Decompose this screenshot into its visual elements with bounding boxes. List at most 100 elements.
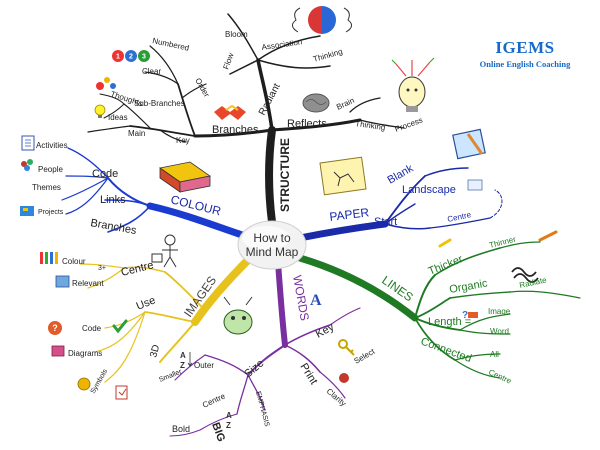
- activities-list-icon: [21, 135, 35, 151]
- people-icon: [21, 159, 33, 171]
- brain-icon: [302, 93, 330, 113]
- label-smaller: Smaller: [158, 368, 183, 384]
- structure-branch-line: [265, 126, 276, 226]
- relevant-picture-icon: [55, 275, 70, 288]
- question-code-icon: ?: [48, 321, 62, 335]
- paper-sheet-icon: [319, 156, 367, 196]
- sort-az-icon: AZ: [180, 351, 193, 370]
- label-colour-branches: Branches: [89, 217, 137, 237]
- label-ideas: Ideas: [108, 113, 128, 122]
- label-key: Key: [176, 136, 190, 145]
- label-select: Select: [353, 346, 377, 365]
- svg-text:?: ?: [462, 310, 468, 321]
- label-start: Start: [374, 216, 397, 228]
- svg-text:?: ?: [52, 323, 58, 333]
- label-people: People: [38, 165, 63, 174]
- lines-branch-line: [296, 254, 419, 322]
- left-right-brain-icon: [292, 6, 352, 34]
- svg-text:Z: Z: [226, 421, 231, 430]
- sort-az-small-icon: AZ: [226, 411, 232, 430]
- label-num-34: 3+: [98, 265, 106, 272]
- label-organic: Organic: [448, 277, 489, 296]
- label-thinking-2: Thinking: [355, 119, 386, 132]
- label-bloom: Bloom: [225, 30, 248, 39]
- words-branch-group: [169, 259, 361, 437]
- print-circle-icon: [339, 373, 349, 383]
- image-question-icon: ?: [462, 310, 478, 321]
- brand-logo: IGEMS Online English Coaching: [470, 38, 580, 69]
- svg-text:A: A: [180, 351, 186, 360]
- landscape-box-icon: [467, 179, 483, 191]
- label-3d: 3D: [148, 344, 162, 359]
- label-order: Order: [193, 77, 211, 100]
- lines-pencil-icon: [438, 238, 452, 248]
- label-blank: Blank: [386, 162, 416, 186]
- label-radiate: Radiate: [519, 275, 548, 290]
- label-diagrams: Diagrams: [68, 349, 102, 358]
- colour-branch-group: [61, 147, 249, 240]
- label-words-centre: Centre: [201, 391, 227, 410]
- main-label-structure: STRUCTURE: [278, 138, 292, 212]
- label-activities: Activities: [36, 141, 68, 150]
- sketch-figure-icon: [151, 234, 178, 268]
- label-themes: Themes: [32, 183, 61, 192]
- label-print: Print: [297, 361, 319, 387]
- reflects-branch-line: [270, 118, 362, 132]
- label-main: Main: [128, 129, 145, 138]
- label-landscape: Landscape: [402, 184, 456, 196]
- label-branches: Branches: [212, 124, 259, 136]
- svg-text:3: 3: [142, 54, 146, 61]
- central-topic-line2: Mind Map: [246, 245, 299, 259]
- label-flow: Flow: [221, 52, 235, 71]
- label-sub-branches: Sub-Branches: [134, 99, 185, 108]
- brand-name: IGEMS: [495, 38, 555, 57]
- structure-branch-group: [87, 13, 405, 226]
- label-clarity: Clarity: [325, 387, 348, 408]
- label-association: Association: [261, 37, 303, 52]
- paper-branch-line: [296, 220, 389, 242]
- colour-prism-icon: [159, 161, 211, 193]
- svg-text:Z: Z: [180, 361, 185, 370]
- central-topic: [237, 220, 307, 270]
- words-branch-line: [275, 259, 288, 348]
- label-length: Length =: [428, 316, 471, 328]
- projects-icon: [20, 206, 34, 216]
- key-icon: [338, 339, 355, 356]
- images-branch-line: [191, 254, 254, 326]
- label-clear: Clear: [142, 67, 161, 76]
- label-use: Use: [135, 294, 158, 312]
- symbols-icon: [77, 377, 91, 391]
- label-reflects: Reflects: [287, 118, 327, 130]
- thoughts-icon: [96, 77, 116, 90]
- label-emphasis: EMPHASIS: [254, 391, 270, 428]
- label-relevant: Relevant: [72, 279, 104, 288]
- svg-text:2: 2: [129, 54, 133, 61]
- label-images-centre: Centre: [120, 259, 155, 279]
- images-branch-group: [79, 254, 254, 383]
- central-topic-line1: How to: [253, 231, 291, 245]
- main-label-words: WORDS: [290, 274, 312, 322]
- label-big: BIG: [209, 421, 227, 443]
- label-lines-centre: Centre: [487, 368, 513, 386]
- main-label-paper: PAPER: [329, 205, 371, 224]
- idea-bulb-icon: [94, 104, 106, 118]
- checkmark-icon: [112, 319, 128, 334]
- label-colour-img: Colour: [62, 257, 86, 266]
- label-colour-code: Code: [92, 168, 118, 180]
- organic-swirl-icon: [511, 267, 539, 283]
- label-all: All: [490, 350, 499, 359]
- paper-branch-group: [296, 167, 503, 242]
- svg-text:1: 1: [116, 54, 120, 61]
- creature-icon: [223, 296, 253, 335]
- label-image: Image: [488, 307, 511, 316]
- label-outer: Outer: [194, 361, 214, 370]
- label-thicker: Thicker: [427, 253, 465, 278]
- label-projects: Projects: [38, 209, 64, 216]
- label-thinking: Thinking: [312, 47, 344, 64]
- radiant-branch-line: [256, 58, 274, 132]
- label-bold: Bold: [172, 424, 190, 434]
- label-words-key: Key: [314, 321, 337, 341]
- lines-branch-group: [296, 241, 581, 379]
